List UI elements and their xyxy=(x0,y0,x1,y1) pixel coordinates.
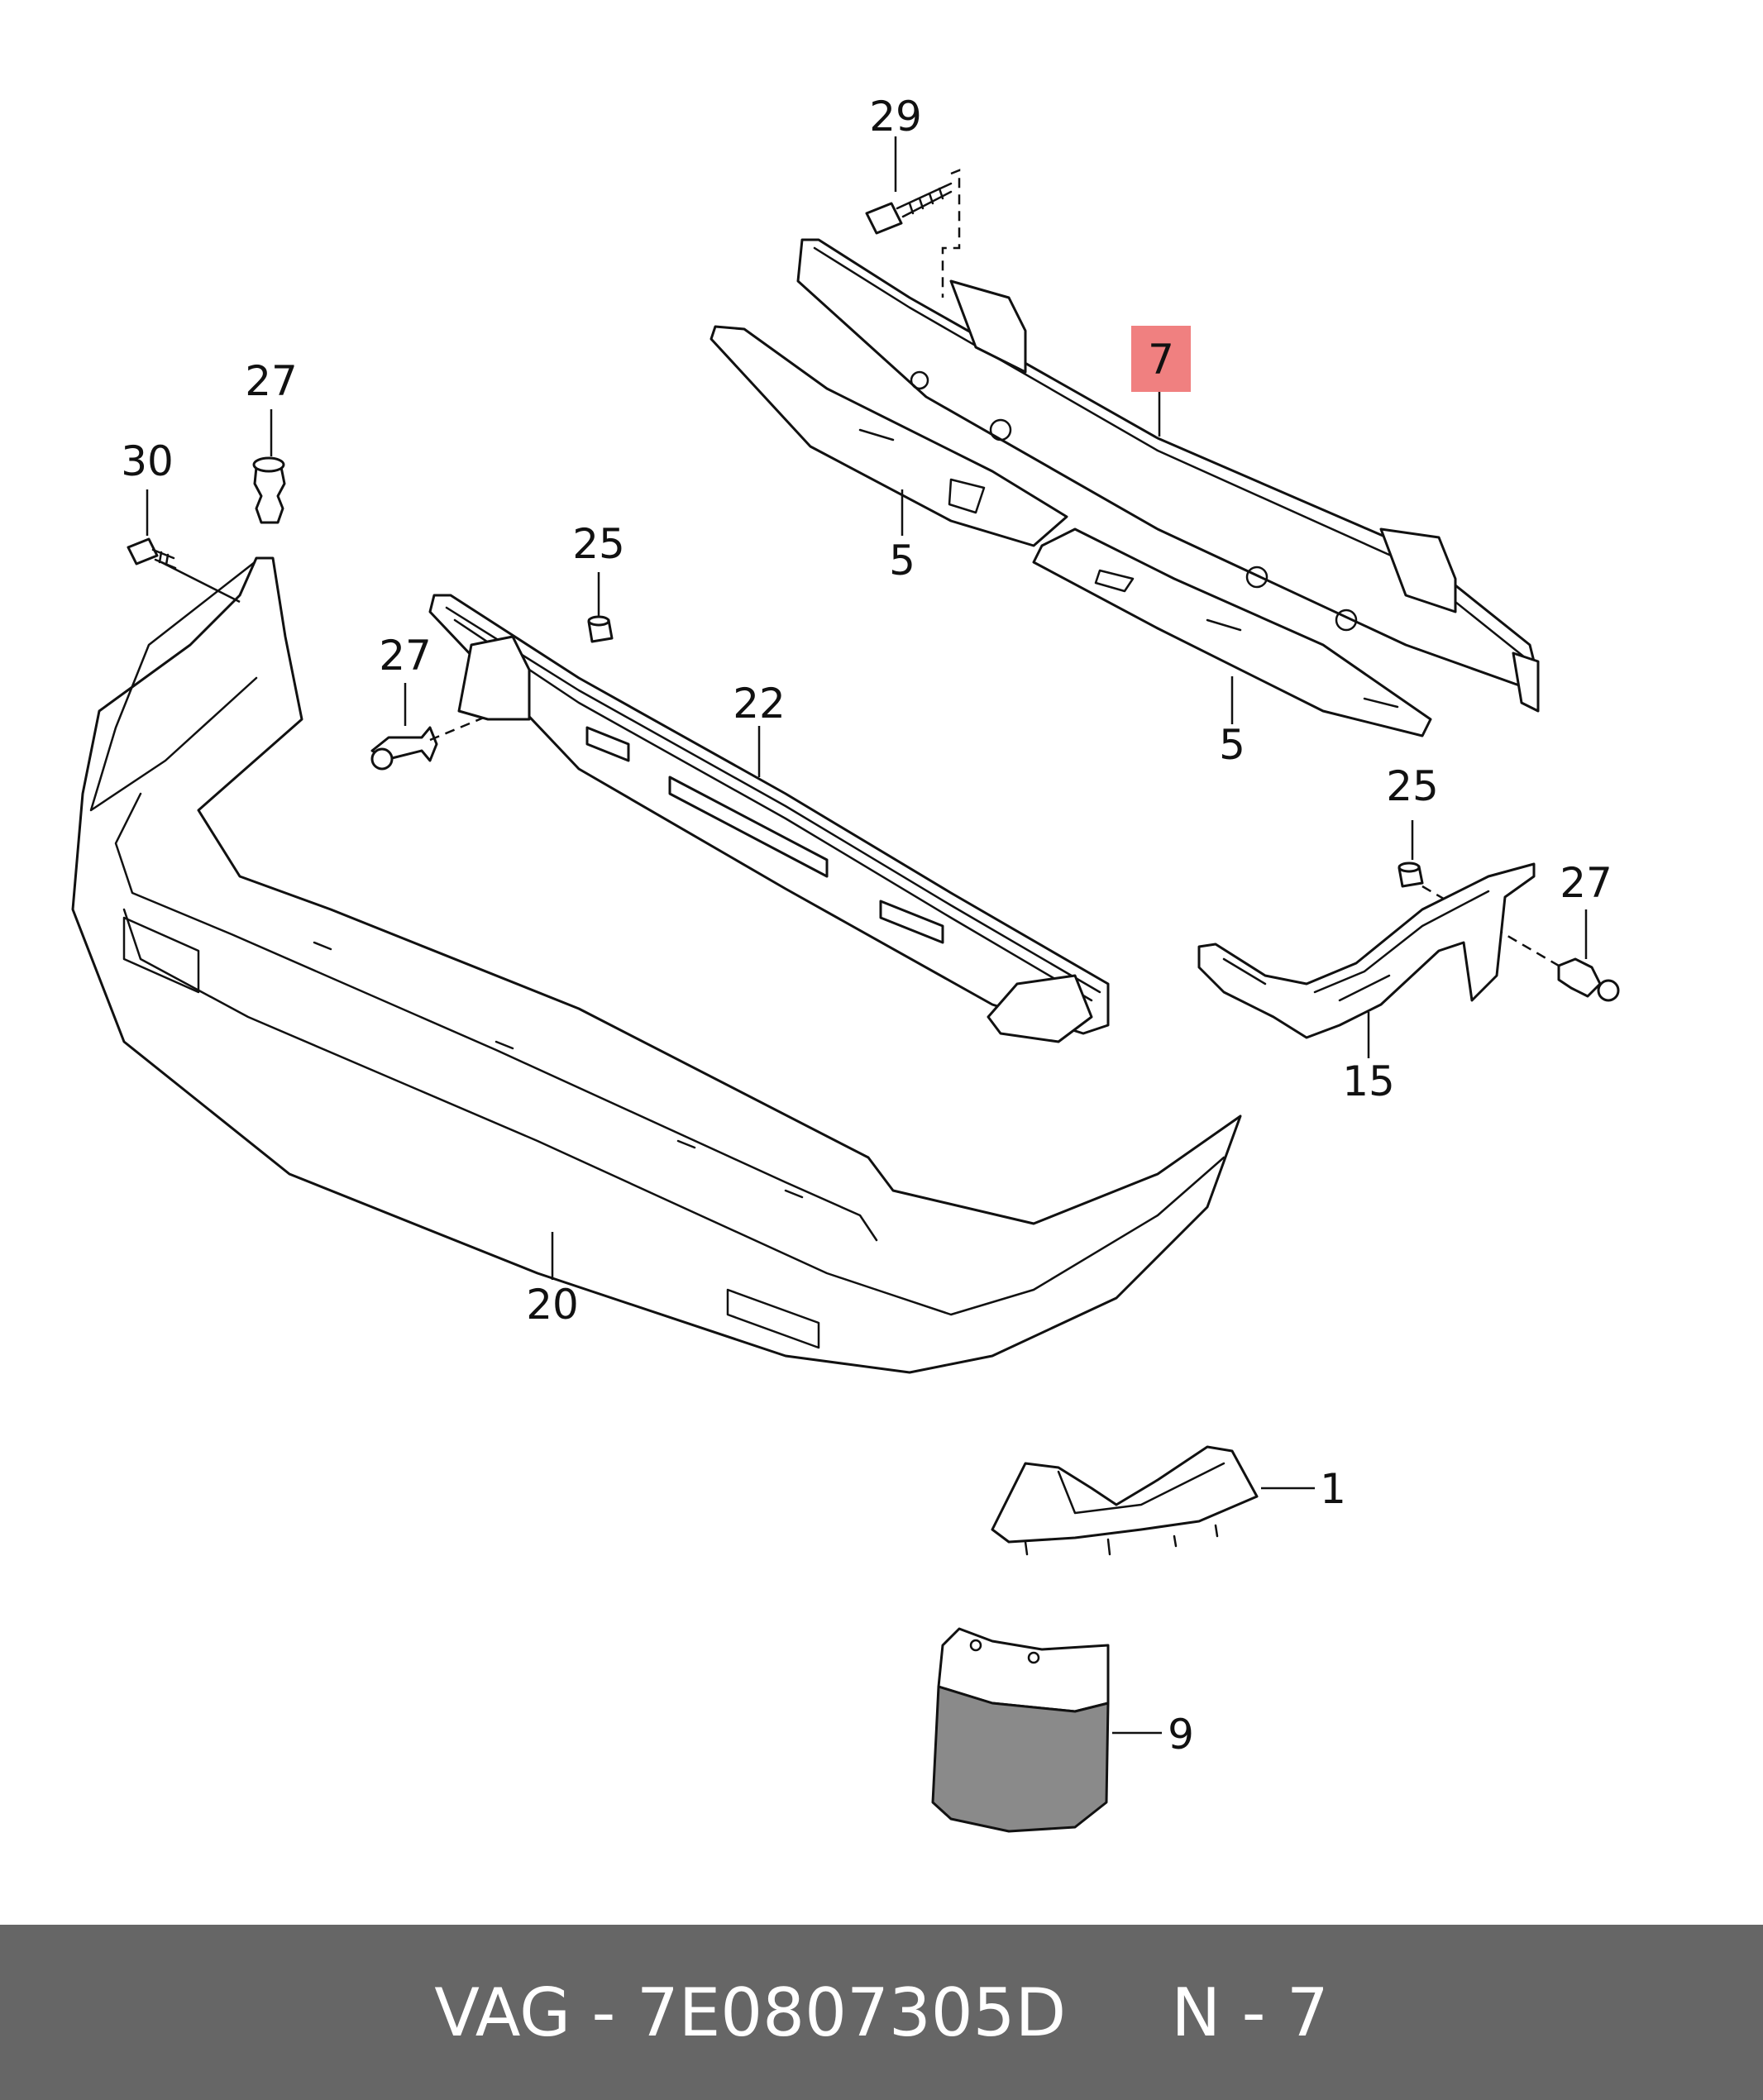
impact-strip-part-5-right[interactable] xyxy=(1032,527,1432,737)
callout-5-left: 5 xyxy=(889,537,915,585)
leader-lines xyxy=(146,136,1588,1735)
callout-20: 20 xyxy=(526,1281,579,1329)
callout-15: 15 xyxy=(1342,1057,1395,1105)
end-cap-part-9[interactable] xyxy=(931,1627,1110,1833)
clip-part-27-top[interactable] xyxy=(252,456,286,524)
screw-part-29[interactable] xyxy=(865,169,961,298)
clip-part-27-left[interactable] xyxy=(370,697,530,771)
spacer-part-25-right[interactable] xyxy=(1398,861,1424,888)
bolt-part-30[interactable] xyxy=(127,537,177,570)
callout-30: 30 xyxy=(121,437,174,485)
part-number-text: VAG - 7E0807305D N - 7 xyxy=(434,1974,1329,2051)
spacer-part-25-left[interactable] xyxy=(587,615,614,643)
callout-7: 7 xyxy=(1148,336,1174,384)
side-bracket-part-15[interactable] xyxy=(1197,862,1536,1039)
impact-strip-part-5-left[interactable] xyxy=(710,325,1068,547)
callout-29: 29 xyxy=(869,93,922,141)
callout-9: 9 xyxy=(1168,1711,1194,1759)
callout-27-right: 27 xyxy=(1560,859,1612,907)
bumper-bracket-part-22[interactable] xyxy=(428,594,1110,1043)
part-number-footer: VAG - 7E0807305D N - 7 xyxy=(0,1925,1763,2100)
target-part-highlight xyxy=(1131,326,1191,392)
bumper-beam-part-7[interactable] xyxy=(796,238,1540,713)
callout-27-left: 27 xyxy=(379,632,432,680)
callout-25-right: 25 xyxy=(1386,762,1439,810)
corner-guide-part-1[interactable] xyxy=(991,1445,1259,1556)
callout-27-top: 27 xyxy=(245,357,298,405)
callout-1: 1 xyxy=(1320,1465,1346,1513)
bumper-cover-part-20[interactable] xyxy=(71,556,1242,1374)
callout-25-left: 25 xyxy=(572,520,625,568)
callout-5-right: 5 xyxy=(1219,721,1245,769)
parts-diagram: 29 27 30 7 5 5 25 27 22 25 27 15 20 1 9 xyxy=(71,93,1620,1833)
callout-22: 22 xyxy=(733,680,786,728)
